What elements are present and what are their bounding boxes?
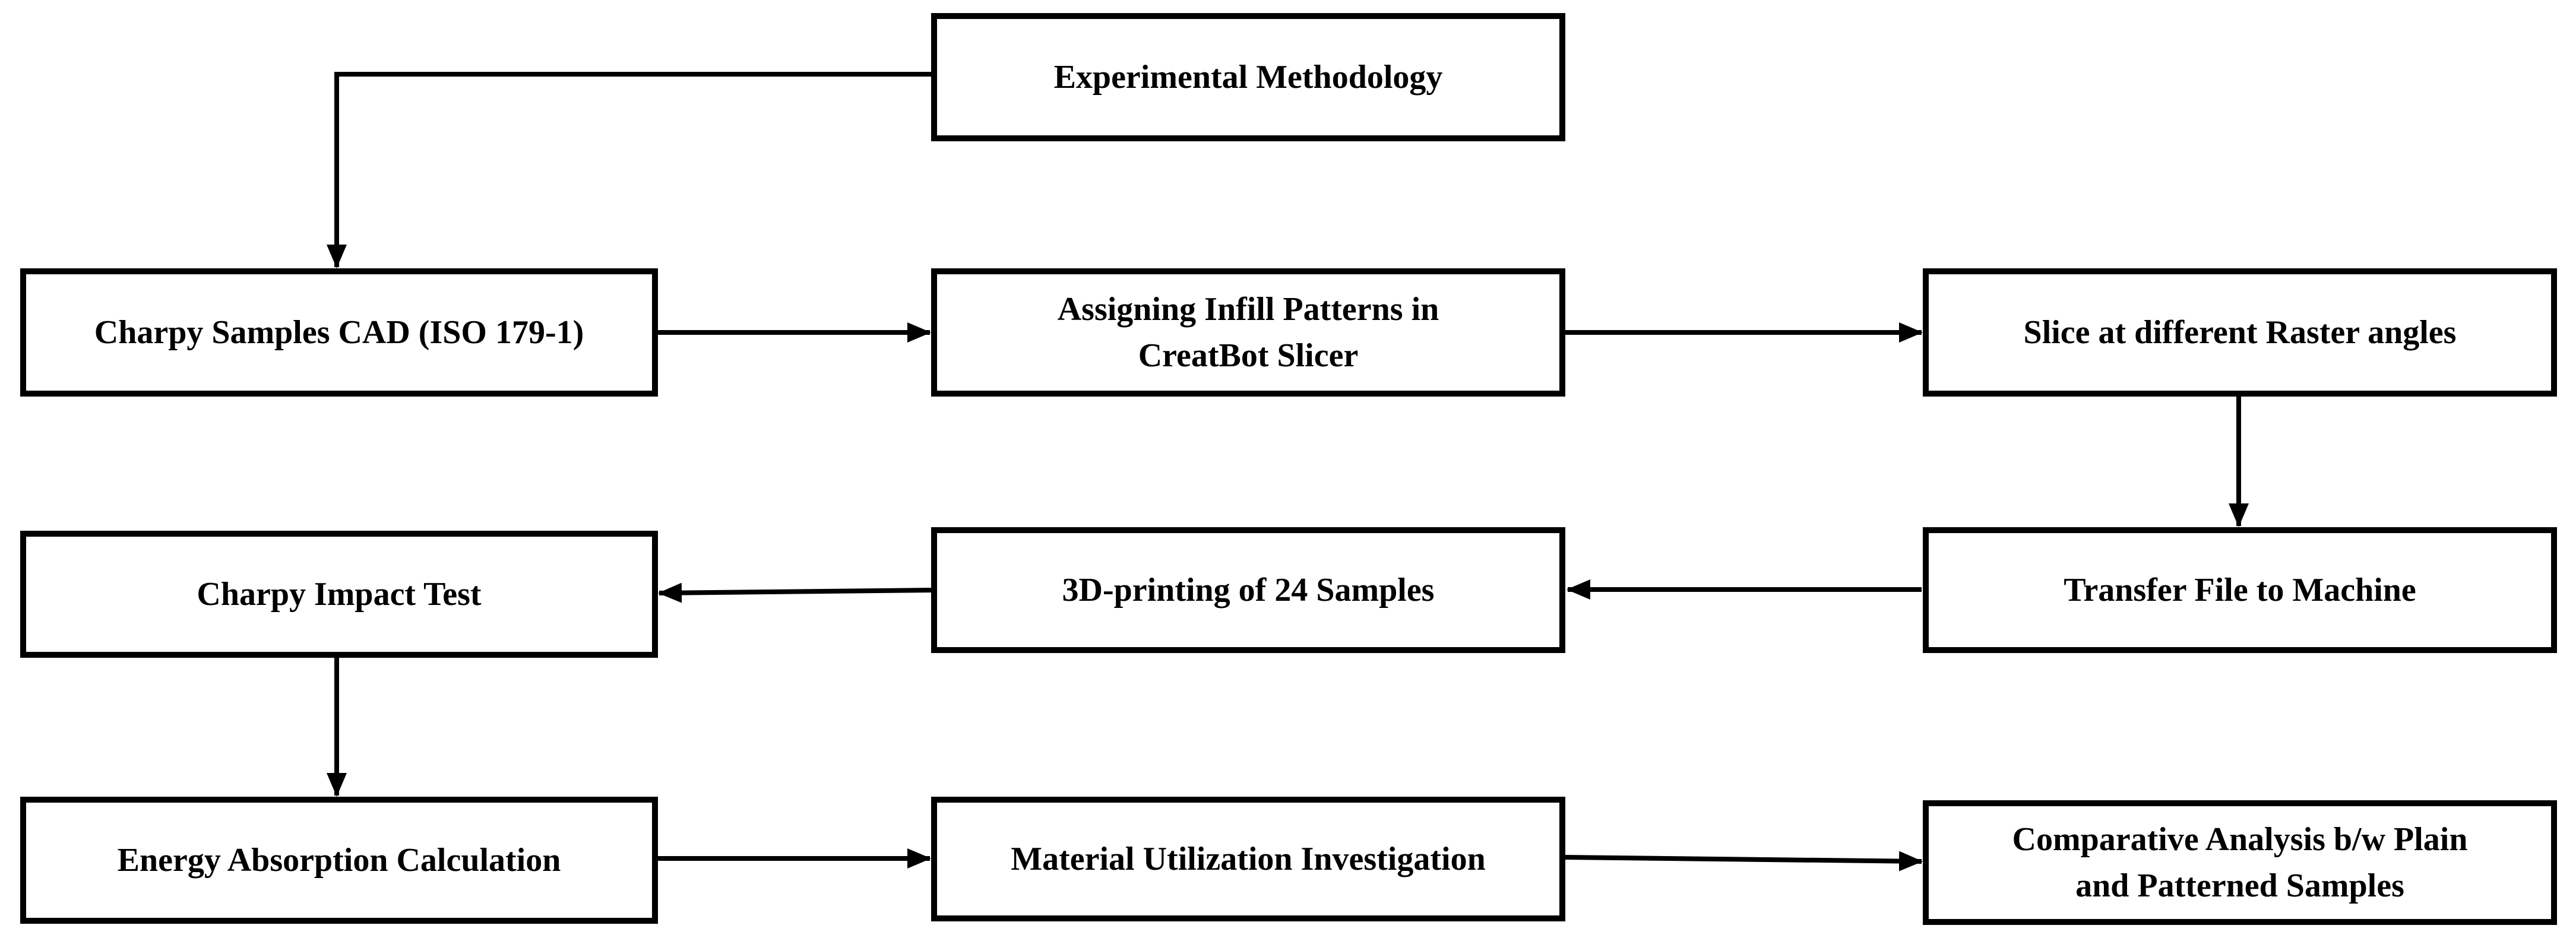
node-3d-printing: 3D-printing of 24 Samples (931, 527, 1565, 653)
edge-material-to-comparative (1565, 851, 1923, 872)
node-label: Charpy Samples CAD (ISO 179-1) (94, 314, 584, 351)
node-comparative-analysis: Comparative Analysis b/w Plain and Patte… (1923, 800, 2557, 925)
edge-methodology-to-cad (327, 72, 931, 268)
node-energy-absorption: Energy Absorption Calculation (20, 797, 658, 924)
node-label-line-2: CreatBot Slicer (1138, 337, 1359, 374)
node-assigning-infill-patterns: Assigning Infill Patterns in CreatBot Sl… (931, 268, 1565, 397)
node-slice-raster-angles: Slice at different Raster angles (1923, 268, 2557, 397)
node-material-utilization: Material Utilization Investigation (931, 797, 1565, 921)
node-charpy-impact-test: Charpy Impact Test (20, 531, 658, 658)
node-label: Experimental Methodology (1053, 59, 1443, 96)
node-label: Slice at different Raster angles (2023, 314, 2457, 351)
edge-printing-to-impact (658, 582, 932, 603)
node-label-line-1: Comparative Analysis b/w Plain (2012, 821, 2468, 858)
node-label: 3D-printing of 24 Samples (1062, 572, 1435, 609)
node-label: Charpy Impact Test (197, 576, 482, 613)
node-label-line-2: and Patterned Samples (2075, 867, 2404, 904)
node-label-line-1: Assigning Infill Patterns in (1057, 291, 1439, 328)
node-label: Energy Absorption Calculation (117, 842, 561, 879)
node-charpy-samples-cad: Charpy Samples CAD (ISO 179-1) (20, 268, 658, 397)
node-label: Transfer File to Machine (2064, 572, 2416, 609)
node-label: Material Utilization Investigation (1011, 841, 1486, 877)
node-transfer-file: Transfer File to Machine (1923, 527, 2557, 653)
node-experimental-methodology: Experimental Methodology (931, 13, 1565, 141)
